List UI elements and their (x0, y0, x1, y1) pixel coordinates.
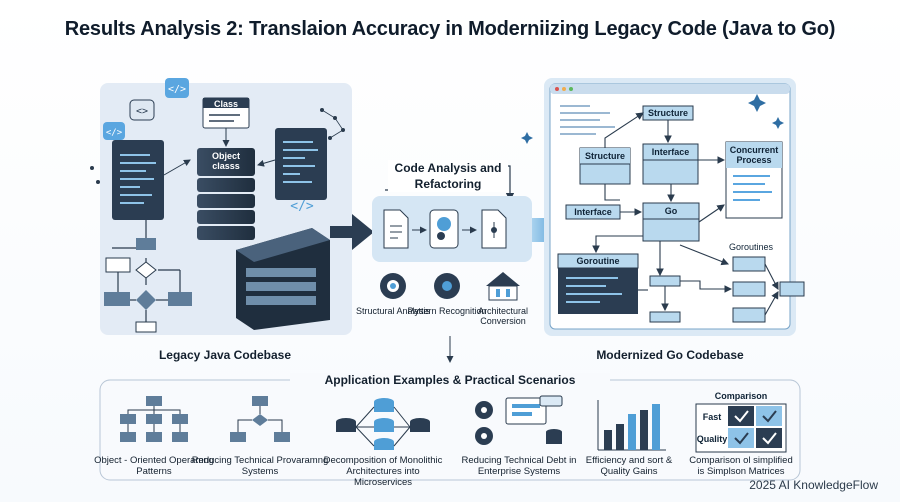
svg-text:</>: </> (106, 128, 123, 138)
flow-node (136, 238, 156, 250)
flow-node (105, 257, 131, 273)
goroutine-node (732, 281, 766, 297)
gear-icon (380, 273, 406, 299)
svg-text:</>: </> (168, 84, 186, 95)
label-goroutines: Goroutines (728, 242, 774, 252)
gears-code-icon (475, 395, 563, 445)
document-icon (383, 209, 409, 249)
flow-decision (135, 261, 157, 279)
go-box-go (642, 202, 700, 242)
step-structural: Structural Analysis (355, 306, 431, 316)
step-pattern: Pattern Recognition (407, 306, 487, 316)
comparison-title: Comparison (714, 391, 768, 401)
label-structure-top: Structure (647, 108, 688, 118)
go-box-concurrent (725, 141, 783, 219)
flow-node (168, 292, 192, 306)
code-tag-icon (129, 99, 155, 121)
pattern-icon (429, 209, 459, 249)
legacy-caption: Legacy Java Codebase (158, 348, 292, 362)
label-goroutine: Goroutine (576, 256, 620, 266)
object-stack (197, 148, 255, 240)
flow-node (135, 321, 157, 333)
code-tag-icon (165, 78, 189, 98)
go-box-goroutine (557, 253, 639, 314)
goroutine-node (649, 275, 681, 287)
flow-node (104, 292, 130, 306)
app-label-5: Efficiency and sort & Quality Gains (585, 455, 673, 477)
comparison-row-quality: Quality (696, 434, 728, 444)
goroutine-node (732, 307, 766, 323)
footer-credit: 2025 AI KnowledgeFlow (749, 478, 878, 492)
code-tag-icon (103, 122, 125, 140)
comparison-row-fast: Fast (702, 412, 722, 422)
svg-text:</>: </> (290, 199, 314, 214)
server-block (236, 228, 330, 330)
goroutine-node (649, 311, 681, 323)
bar-chart-icon (597, 400, 666, 451)
brain-gear-icon (434, 273, 460, 299)
go-caption: Modernized Go Codebase (596, 348, 744, 362)
go-box-structure (579, 147, 631, 185)
label-go: Go (664, 206, 678, 216)
svg-text:<>: <> (136, 106, 148, 117)
building-icon (486, 272, 520, 301)
comparison-matrix (695, 403, 787, 453)
label-interface-top: Interface (651, 147, 690, 157)
page-title: Results Analysis 2: Translaion Accuracy … (64, 18, 836, 40)
label-interface: Interface (574, 207, 612, 217)
app-label-6: Comparison ol simplified is Simplson Mat… (689, 455, 793, 477)
conversion-icon (481, 209, 507, 249)
database-icon (336, 398, 430, 450)
arrow-legacy-to-analysis (330, 214, 374, 250)
goroutine-node (779, 281, 805, 297)
app-label-1: Object - Oriented Operamng Patterns (94, 455, 214, 477)
hierarchy-icon (120, 396, 188, 442)
flow-decision (136, 290, 156, 310)
app-label-3: Decomposition of Monolithic Architecture… (323, 455, 443, 488)
applications-title: Application Examples & Practical Scenari… (290, 373, 610, 387)
code-screen-right (275, 128, 327, 200)
app-label-4: Reducing Technical Debt in Enterprise Sy… (461, 455, 577, 477)
object-label: Object classs (211, 151, 240, 171)
app-label-2: Reducing Technical Provaramng Systems (191, 455, 329, 477)
class-label: Class (213, 99, 239, 109)
goroutine-node (732, 256, 766, 272)
label-concurrent: Concurrent Process (729, 145, 779, 165)
analysis-title: Code Analysis and Refactoring (388, 160, 508, 192)
label-structure: Structure (584, 151, 625, 161)
decision-tree-icon (230, 396, 290, 442)
step-architectural: Architectural Conversion (477, 306, 529, 326)
